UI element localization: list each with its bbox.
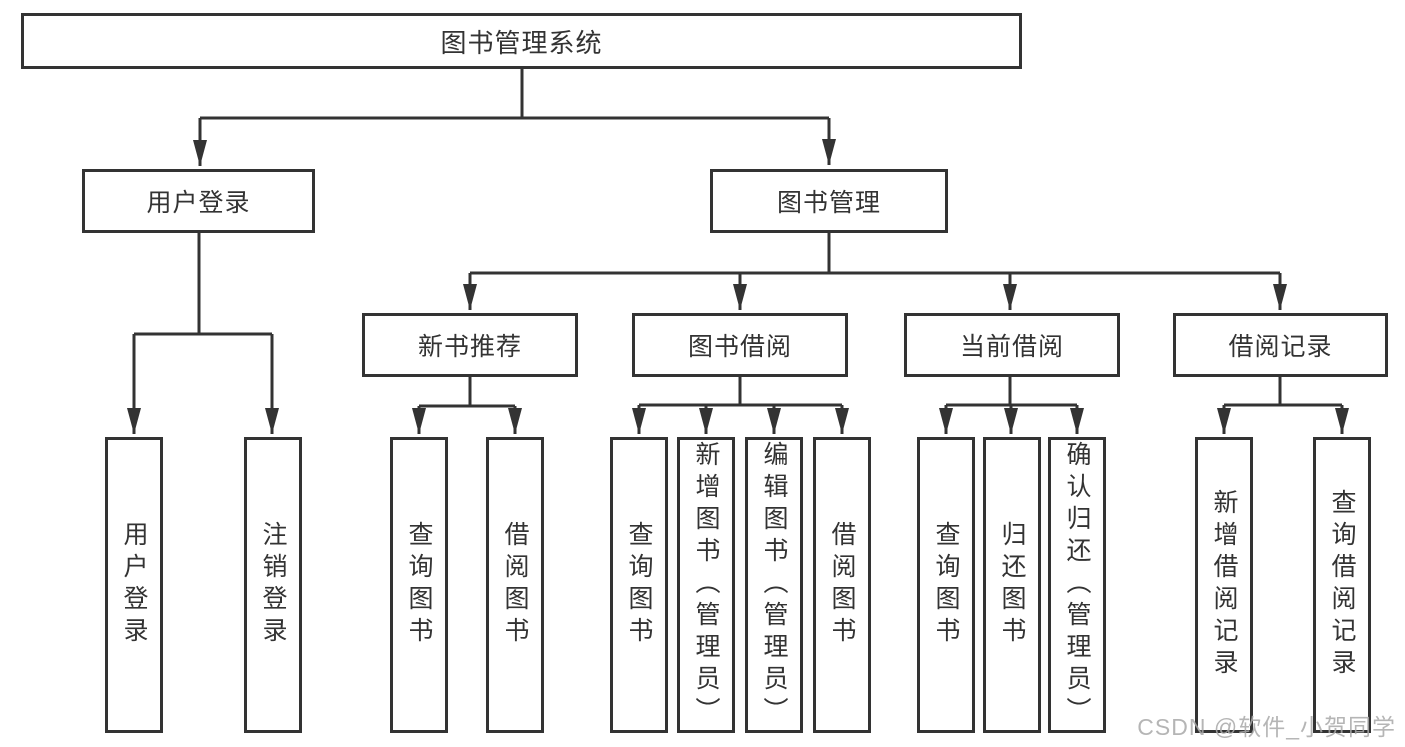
node-label: 新增图书（管理员） — [692, 441, 720, 729]
node-leaf-confirm-return-admin: 确认归还（管理员） — [1048, 437, 1106, 733]
node-leaf-add-borrow-record: 新增借阅记录 — [1195, 437, 1253, 733]
node-leaf-logout: 注销登录 — [244, 437, 302, 733]
node-label: 查询图书 — [625, 521, 653, 649]
node-label: 查询图书 — [405, 521, 433, 649]
node-book-borrowing: 图书借阅 — [632, 313, 848, 377]
node-leaf-query-borrow-record: 查询借阅记录 — [1313, 437, 1371, 733]
node-label: 编辑图书（管理员） — [760, 441, 788, 729]
node-label: 用户登录 — [146, 189, 251, 217]
node-label: 归还图书 — [998, 521, 1026, 649]
node-leaf-query-books-3: 查询图书 — [917, 437, 975, 733]
node-library-management-system: 图书管理系统 — [21, 13, 1022, 69]
node-leaf-query-books-1: 查询图书 — [390, 437, 448, 733]
node-leaf-borrow-books-1: 借阅图书 — [486, 437, 544, 733]
node-label: 查询借阅记录 — [1328, 489, 1356, 681]
node-book-management: 图书管理 — [710, 169, 948, 233]
node-label: 图书管理 — [776, 189, 881, 217]
node-label: 确认归还（管理员） — [1063, 441, 1091, 729]
node-leaf-user-login: 用户登录 — [105, 437, 163, 733]
node-user-login: 用户登录 — [82, 169, 315, 233]
node-label: 用户登录 — [120, 521, 148, 649]
node-leaf-query-books-2: 查询图书 — [610, 437, 668, 733]
node-label: 借阅图书 — [501, 521, 529, 649]
node-label: 当前借阅 — [959, 333, 1064, 361]
node-label: 图书借阅 — [687, 333, 792, 361]
node-current-borrowing: 当前借阅 — [904, 313, 1120, 377]
node-new-book-recommendation: 新书推荐 — [362, 313, 578, 377]
node-label: 新增借阅记录 — [1210, 489, 1238, 681]
node-label: 图书管理系统 — [440, 27, 603, 58]
node-leaf-borrow-books-2: 借阅图书 — [813, 437, 871, 733]
node-label: 新书推荐 — [417, 333, 522, 361]
node-label: 查询图书 — [932, 521, 960, 649]
node-label: 借阅图书 — [828, 521, 856, 649]
node-label: 注销登录 — [259, 521, 287, 649]
node-borrowing-records: 借阅记录 — [1173, 313, 1388, 377]
node-label: 借阅记录 — [1228, 333, 1333, 361]
node-leaf-return-books: 归还图书 — [983, 437, 1041, 733]
node-leaf-add-books-admin: 新增图书（管理员） — [677, 437, 735, 733]
node-leaf-edit-books-admin: 编辑图书（管理员） — [745, 437, 803, 733]
watermark: CSDN @软件_小贺同学 — [1137, 714, 1396, 740]
